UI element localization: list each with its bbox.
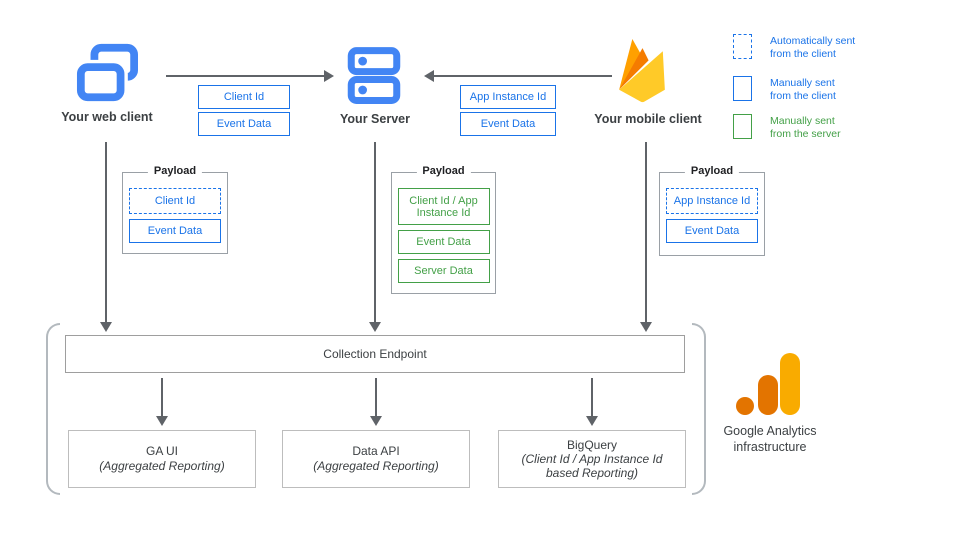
legend-swatch-auto-client-icon (733, 34, 752, 59)
ga-logo-bar-mid-icon (758, 375, 778, 415)
brand-line: Google Analytics (723, 424, 817, 438)
output-subtitle: (Aggregated Reporting) (313, 459, 439, 473)
brand-line: infrastructure (733, 440, 807, 454)
arrowhead-down-icon (369, 322, 381, 332)
infrastructure-bracket-left (46, 323, 60, 495)
output-subtitle: (Client Id / App Instance Id based Repor… (521, 452, 663, 480)
legend-line: Manually sent (770, 115, 835, 127)
arrowhead-down-icon (586, 416, 598, 426)
chip-app-instance-id: App Instance Id (460, 85, 556, 109)
infrastructure-bracket-right (692, 323, 706, 495)
output-title: GA UI (145, 444, 178, 458)
arrowhead-right-icon (324, 70, 334, 82)
chip-client-id: Client Id (198, 85, 290, 109)
output-title: BigQuery (566, 438, 618, 452)
legend-line: from the server (770, 128, 841, 140)
web-client-label: Your web client (61, 110, 153, 124)
legend-line: Manually sent (770, 77, 835, 89)
output-subtitle: (Aggregated Reporting) (99, 459, 225, 473)
payload-item-app-instance-id: App Instance Id (666, 188, 758, 214)
output-title: Data API (352, 444, 400, 458)
payload-item-event-data: Event Data (666, 219, 758, 243)
server-icon (346, 46, 402, 106)
payload-title: Payload (684, 165, 740, 177)
chip-event-data: Event Data (460, 112, 556, 136)
arrow-web-down (105, 142, 107, 322)
payload-item-server-data: Server Data (397, 259, 490, 283)
legend-line: Automatically sent (770, 35, 856, 47)
arrow-server-down (374, 142, 376, 322)
legend-line: from the client (770, 90, 836, 102)
arrow-to-ga-ui (161, 378, 163, 418)
chip-event-data: Event Data (198, 112, 290, 136)
web-client-icon (73, 40, 138, 105)
legend-swatch-manual-client-icon (733, 76, 752, 101)
payload-title: Payload (416, 165, 471, 177)
arrow-mobile-down (645, 142, 647, 322)
arrowhead-down-icon (640, 322, 652, 332)
ga-ui-box: GA UI (Aggregated Reporting) (68, 430, 256, 488)
collection-endpoint-label: Collection Endpoint (323, 347, 427, 361)
collection-endpoint-box: Collection Endpoint (65, 335, 685, 373)
server-label: Your Server (340, 112, 410, 126)
payload-item-client-id: Client Id (129, 188, 221, 214)
legend-swatch-manual-server-icon (733, 114, 752, 139)
legend-item-manual-server: Manually sent from the server (770, 115, 920, 141)
payload-title: Payload (147, 165, 203, 177)
ga-logo-bar-tall-icon (780, 353, 800, 415)
arrowhead-down-icon (370, 416, 382, 426)
payload-item-event-data: Event Data (129, 219, 221, 243)
payload-box-mobile: Payload App Instance Id Event Data (659, 165, 765, 256)
legend-item-auto-client: Automatically sent from the client (770, 35, 920, 61)
arrow-to-data-api (375, 378, 377, 418)
mobile-client-label: Your mobile client (594, 112, 702, 126)
arrow-to-bigquery (591, 378, 593, 418)
legend-line: from the client (770, 48, 836, 60)
payload-item-event-data: Event Data (397, 230, 490, 254)
data-api-box: Data API (Aggregated Reporting) (282, 430, 470, 488)
bigquery-box: BigQuery (Client Id / App Instance Id ba… (498, 430, 686, 488)
ga-logo-dot-icon (736, 397, 754, 415)
payload-box-web: Payload Client Id Event Data (122, 165, 228, 254)
arrowhead-down-icon (100, 322, 112, 332)
payload-box-server: Payload Client Id / App Instance Id Even… (391, 165, 496, 294)
arrowhead-down-icon (156, 416, 168, 426)
ga-infrastructure-label: Google Analytics infrastructure (687, 423, 853, 455)
arrow-mobile-to-server (434, 75, 612, 77)
legend-item-manual-client: Manually sent from the client (770, 77, 920, 103)
payload-item-client-app-id: Client Id / App Instance Id (397, 188, 490, 225)
arrow-web-to-server (166, 75, 324, 77)
arrowhead-left-icon (424, 70, 434, 82)
firebase-mobile-icon (617, 39, 668, 104)
